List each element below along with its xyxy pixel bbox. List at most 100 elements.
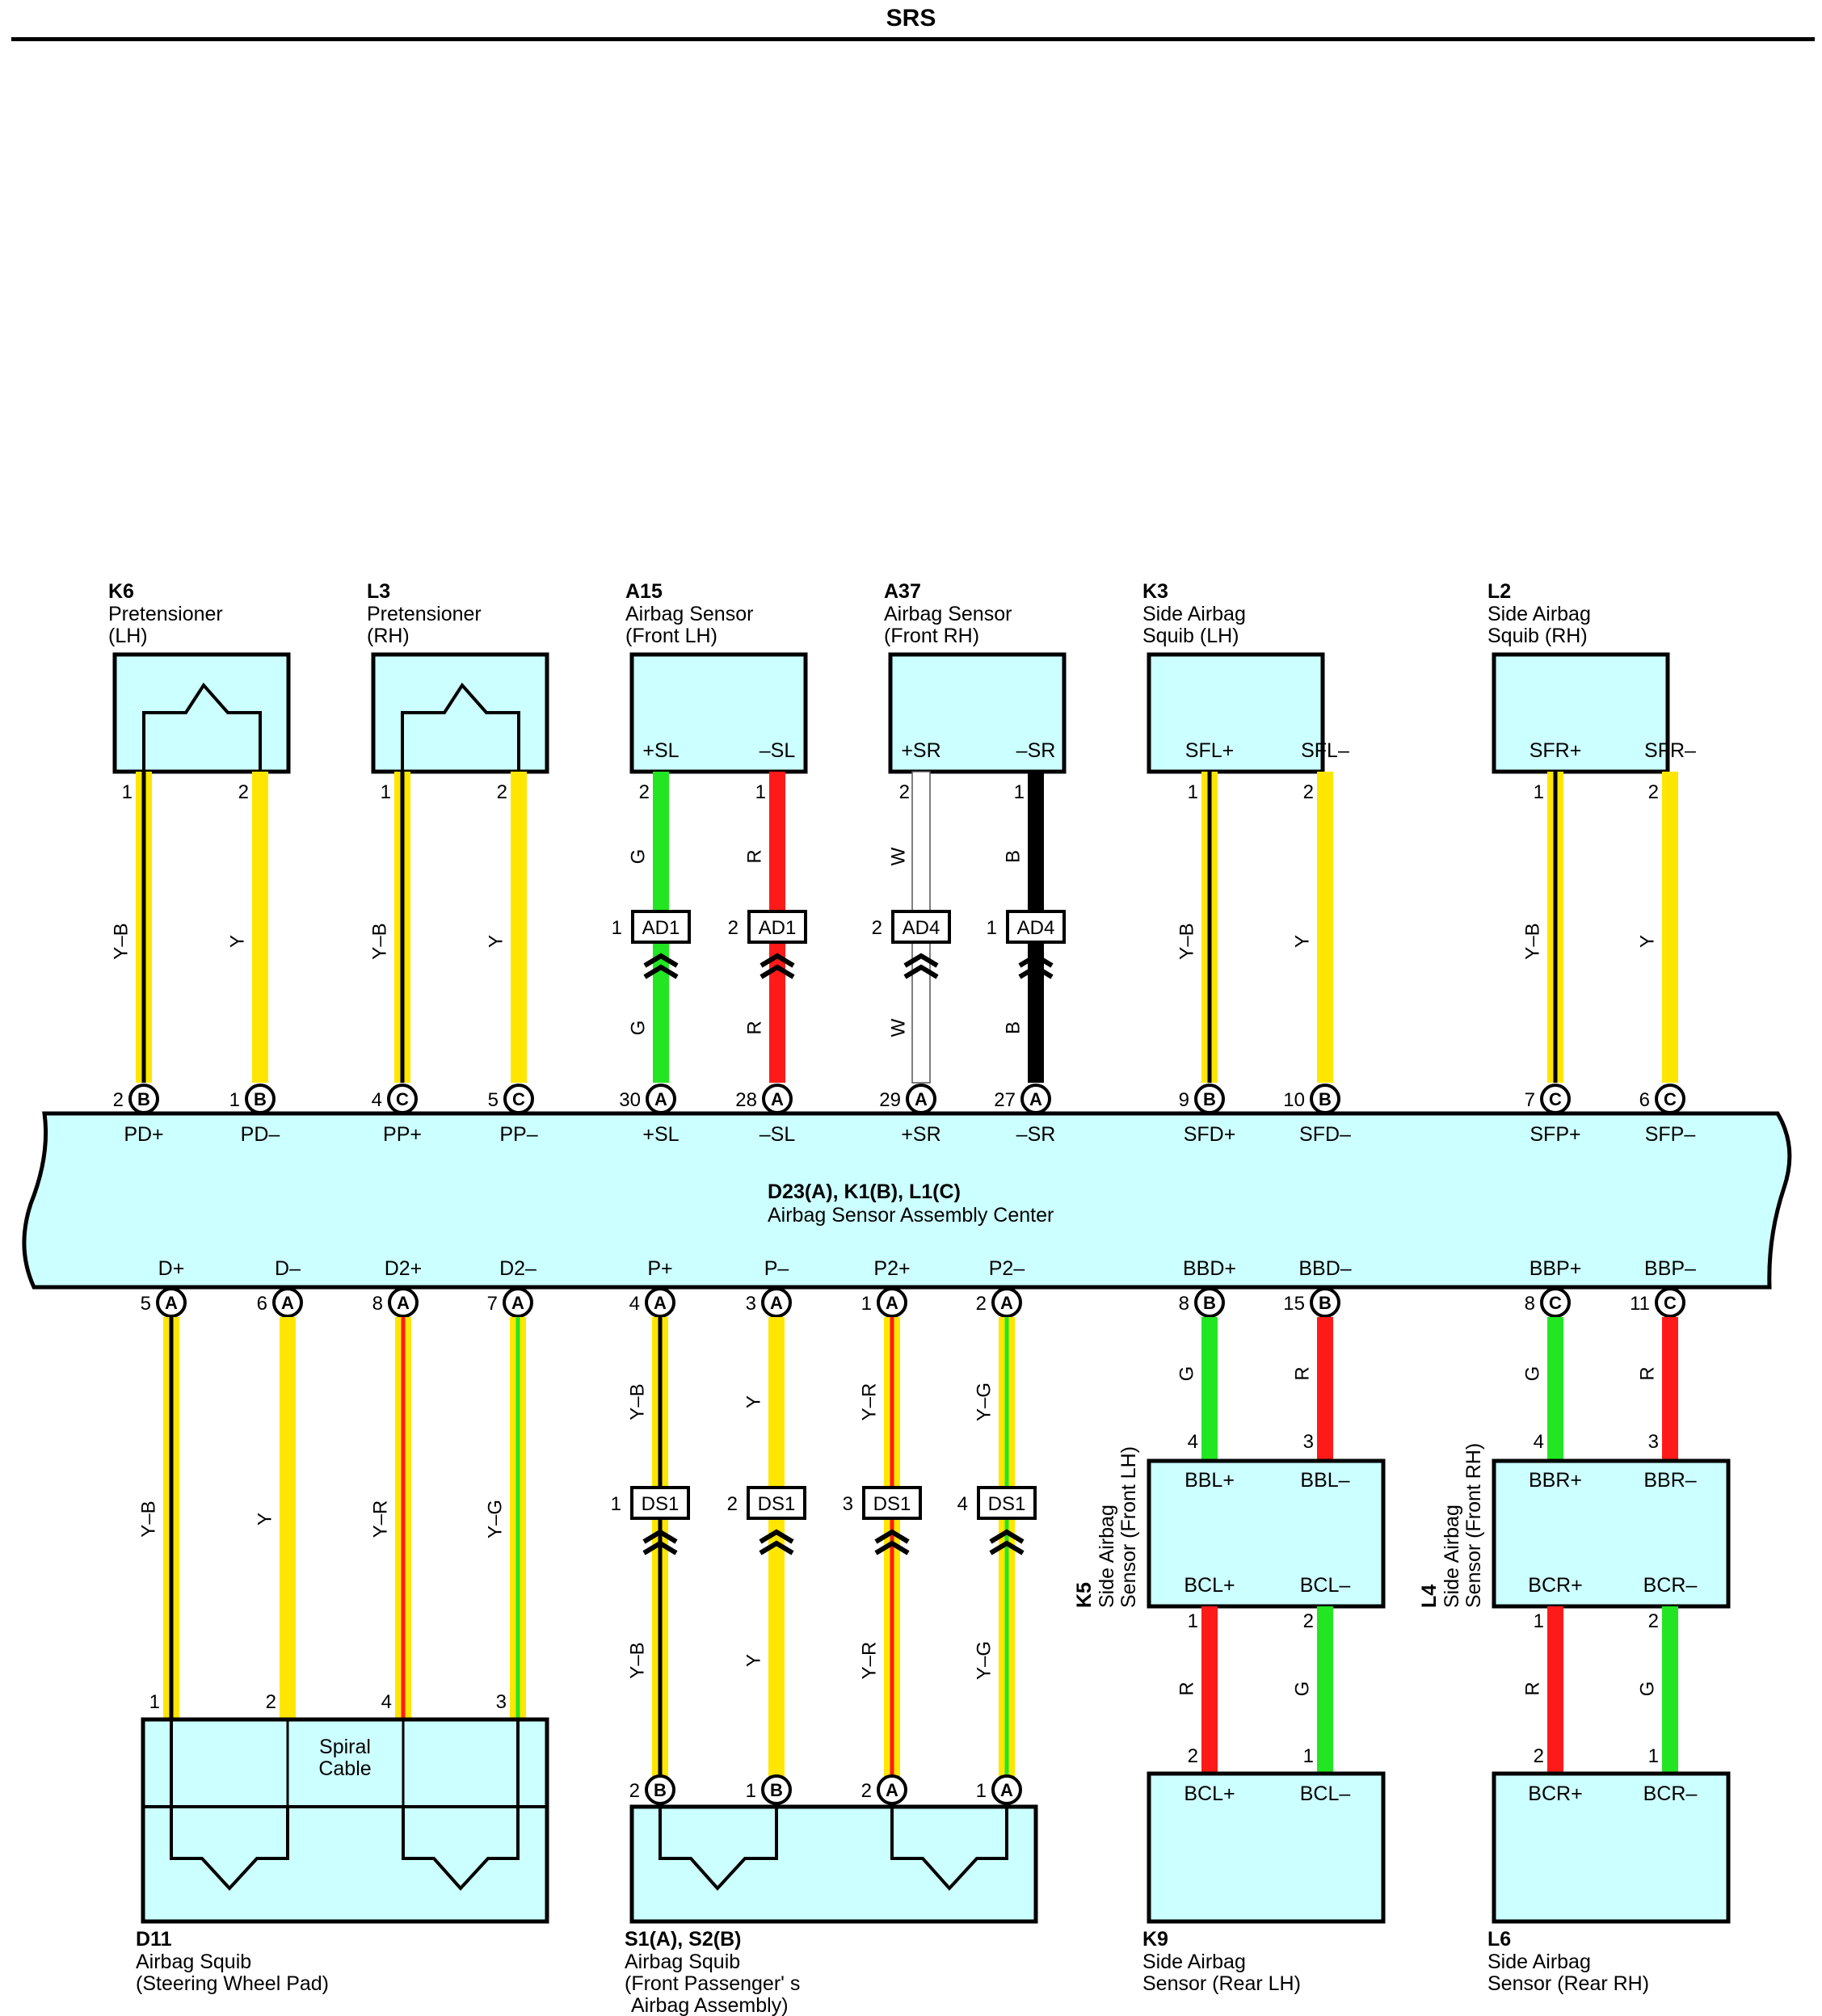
component-k6-pin-2: 2 (238, 781, 249, 803)
center-top-terminal-2-letter: B (254, 1089, 267, 1109)
top-wire-6-connector-chevron-1 (760, 964, 795, 979)
rear-sensor-l6-name-1: Side Airbag (1487, 1951, 1591, 1973)
center-top-terminal-5-circle (646, 1084, 676, 1114)
bottom-wire-5-connector-chevron-1 (642, 1540, 678, 1555)
center-top-signal-6: –SL (760, 1123, 796, 1146)
bottom-wire-8-connector-chevron-1 (989, 1540, 1025, 1555)
center-bottom-terminal-12-circle (1655, 1287, 1685, 1318)
component-k6-pin-1: 1 (122, 781, 133, 803)
center-top-terminal-10-circle (1310, 1084, 1340, 1114)
bottom-wire-1-label: Y–B (138, 1500, 160, 1537)
top-wire-7-label-upper: W (888, 847, 910, 865)
squib-s1-symbol-2 (890, 1803, 1008, 1891)
rear-sensor-l6-pin-1: 2 (1534, 1745, 1544, 1767)
center-top-signal-5: +SL (642, 1123, 679, 1146)
center-bottom-terminal-11-circle (1540, 1287, 1571, 1318)
center-bottom-signal-6: P– (764, 1257, 789, 1280)
component-k6-symbol (142, 682, 262, 772)
squib-s1-code: S1(A), S2(B) (625, 1928, 741, 1951)
bottom-wire-4-end-pin: 3 (496, 1691, 507, 1713)
component-a37-signal-1: +SR (901, 739, 940, 762)
side-sensor-l4-out-wire-label-2: G (1637, 1681, 1659, 1697)
squib-s1-box (629, 1804, 1038, 1924)
side-sensor-k5-name-1: Side Airbag (1096, 1505, 1118, 1608)
center-top-signal-2: PD– (241, 1123, 280, 1146)
component-k3-pin-2: 2 (1303, 781, 1314, 803)
rear-sensor-l6-signal-1: BCR+ (1528, 1782, 1582, 1805)
center-top-signal-8: –SR (1016, 1123, 1056, 1146)
squib-s1-name-3: Airbag Assembly) (631, 1994, 789, 2016)
center-top-signal-10: SFD– (1299, 1123, 1351, 1146)
center-top-signal-11: SFP+ (1530, 1123, 1580, 1146)
top-wire-6-connector-box (747, 910, 807, 944)
center-bottom-terminal-7-circle (877, 1287, 907, 1318)
component-l2-code: L2 (1487, 580, 1511, 603)
top-wire-11-label: Y–B (1522, 923, 1544, 959)
bottom-wire-1-end-pin: 1 (149, 1691, 160, 1713)
rear-sensor-k9-name-2: Sensor (Rear LH) (1142, 1972, 1301, 1995)
rear-sensor-k9-code: K9 (1142, 1928, 1168, 1951)
bottom-wire-11-end-pin: 4 (1534, 1431, 1544, 1453)
side-sensor-k5-out-pin-1: 1 (1188, 1610, 1198, 1632)
side-sensor-l4-out-pin-2: 2 (1648, 1610, 1659, 1632)
rear-sensor-l6-pin-2: 1 (1648, 1745, 1659, 1767)
squib-d11-box (141, 1717, 549, 1924)
bottom-wire-11-label: G (1522, 1366, 1544, 1382)
center-bottom-signal-1: D+ (158, 1257, 185, 1280)
top-wire-6-connector-chevron-0 (760, 953, 795, 968)
bottom-wire-7-connector-pin: 3 (843, 1493, 853, 1515)
bottom-wire-7-connector-chevron-0 (874, 1529, 910, 1544)
bottom-wire-5-label-lower: Y–B (627, 1642, 649, 1678)
center-top-signal-7: +SR (901, 1123, 940, 1146)
top-wire-7-connector-box (891, 910, 951, 944)
center-top-terminal-11-circle (1540, 1084, 1571, 1114)
center-top-terminal-3-letter: C (396, 1089, 409, 1109)
center-top-signal-3: PP+ (383, 1123, 422, 1146)
center-bottom-terminal-1-pin: 5 (141, 1293, 151, 1315)
component-a15-signal-1: +SL (642, 739, 679, 762)
top-wire-7-connector-chevron-1 (903, 964, 939, 979)
bottom-wire-5-connector-pin: 1 (611, 1493, 621, 1515)
top-wire-3-label: Y–B (369, 923, 391, 959)
side-sensor-l4-out-wire-label-1: R (1522, 1681, 1544, 1695)
component-a15-signal-2: –SL (760, 739, 796, 762)
center-bottom-terminal-8-pin: 2 (976, 1293, 987, 1315)
squib-s1-name-1: Airbag Squib (625, 1951, 740, 1973)
component-a37-signal-2: –SR (1016, 739, 1056, 762)
center-bottom-terminal-3-pin: 8 (372, 1293, 383, 1315)
center-top-terminal-1-pin: 2 (113, 1089, 124, 1111)
side-sensor-l4-top-signal-2: BBR– (1643, 1469, 1696, 1492)
center-bottom-terminal-6-pin: 3 (746, 1293, 756, 1315)
component-l2-signal-1: SFR+ (1530, 739, 1582, 762)
top-wire-7-connector-pin: 2 (872, 917, 882, 939)
squib-d11-code: D11 (136, 1928, 172, 1951)
component-l3-name-2: (RH) (367, 625, 410, 647)
center-top-terminal-4-circle (503, 1084, 534, 1114)
bottom-wire-10-label: R (1292, 1366, 1314, 1380)
top-wire-6-label-upper: R (744, 849, 766, 863)
center-bottom-terminal-12-pin: 11 (1630, 1293, 1650, 1315)
top-wire-7-label-lower: W (888, 1018, 910, 1037)
side-sensor-l4-name-1: Side Airbag (1441, 1505, 1463, 1608)
component-k3-name-1: Side Airbag (1142, 603, 1246, 625)
top-wire-5-connector-box (631, 910, 691, 944)
center-code: D23(A), K1(B), L1(C) (768, 1181, 961, 1203)
top-wire-9-label: Y–B (1176, 923, 1198, 959)
bottom-wire-5-connector-label: DS1 (642, 1493, 680, 1515)
top-wire-1-label: Y–B (111, 923, 133, 959)
bottom-wire-2-label: Y (255, 1513, 276, 1526)
bottom-wire-6-connector-chevron-0 (759, 1529, 794, 1544)
top-wire-5-connector-pin: 1 (612, 917, 622, 939)
center-bottom-terminal-10-pin: 15 (1283, 1293, 1305, 1315)
center-bottom-terminal-9-circle (1194, 1287, 1225, 1318)
center-top-terminal-6-circle (762, 1084, 793, 1114)
center-top-terminal-10-letter: B (1319, 1089, 1332, 1109)
center-top-signal-1: PD+ (124, 1123, 163, 1146)
side-sensor-k5-code: K5 (1073, 1582, 1096, 1608)
bottom-wire-5-label-upper: Y–B (627, 1383, 649, 1420)
bottom-wire-7-end-terminal-letter: A (886, 1780, 898, 1800)
center-bottom-signal-8: P2– (989, 1257, 1025, 1280)
component-l2-signal-2: SFR– (1644, 739, 1696, 762)
side-sensor-k5-out-wire-label-2: G (1292, 1681, 1314, 1697)
